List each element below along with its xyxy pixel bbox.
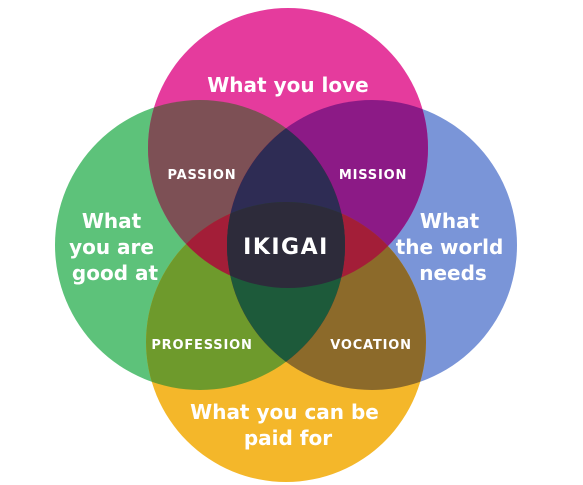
- label-mission: MISSION: [339, 168, 407, 183]
- overlap-love-good-world: [227, 100, 345, 288]
- label-vocation: VOCATION: [330, 338, 412, 353]
- label-ikigai: IKIGAI: [243, 235, 329, 260]
- label-paid-for: What you can be paid for: [190, 400, 386, 450]
- label-profession: PROFESSION: [151, 338, 252, 353]
- label-what-you-love: What you love: [207, 73, 369, 97]
- label-world-needs: What the world needs: [396, 209, 511, 285]
- label-passion: PASSION: [168, 168, 237, 183]
- label-good-at: What you are good at: [69, 209, 161, 285]
- overlap-paid-good-world: [227, 202, 345, 390]
